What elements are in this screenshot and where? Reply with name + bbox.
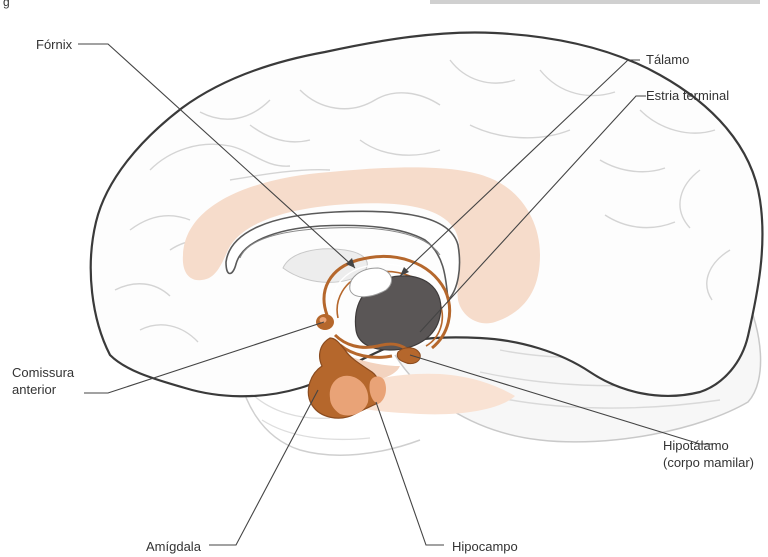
label-amigdala: Amígdala: [146, 538, 201, 555]
label-hipocampo: Hipocampo: [452, 538, 518, 555]
label-estria-terminal: Estria terminal: [646, 87, 729, 104]
leader-hipocampo: [376, 402, 444, 545]
cropped-top-text: g: [3, 0, 10, 9]
label-comissura-line2: anterior: [12, 381, 74, 398]
label-hipotalamo: Hipotálamo (corpo mamilar): [663, 437, 754, 471]
cropped-top-bar: [430, 0, 760, 4]
label-comissura-anterior: Comissura anterior: [12, 364, 74, 398]
label-fornix: Fórnix: [36, 36, 72, 53]
label-hipotalamo-line1: Hipotálamo: [663, 437, 754, 454]
leader-amigdala: [209, 390, 318, 545]
label-hipotalamo-line2: (corpo mamilar): [663, 454, 754, 471]
label-talamo: Tálamo: [646, 51, 689, 68]
label-comissura-line1: Comissura: [12, 364, 74, 381]
